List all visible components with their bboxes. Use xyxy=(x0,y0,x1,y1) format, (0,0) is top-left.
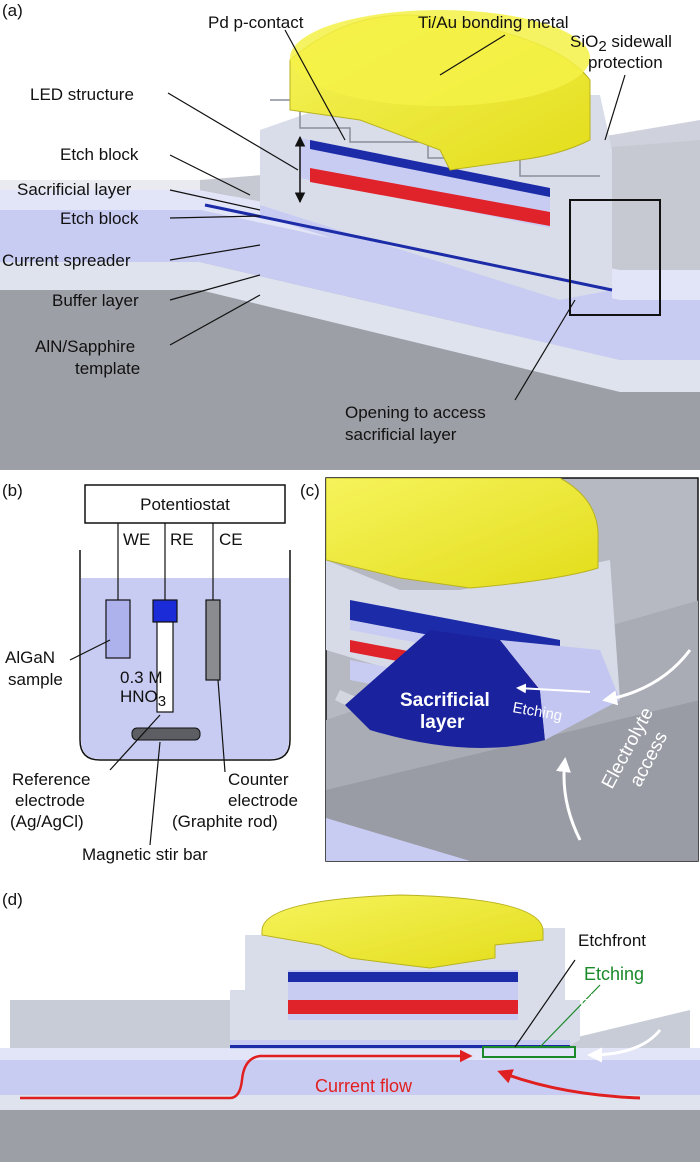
algan-sample-electrode xyxy=(105,599,131,659)
label-pd-contact: Pd p-contact xyxy=(208,13,304,32)
label-acid: HNO3 xyxy=(120,687,166,710)
label-sacrificial-c1: Sacrificial xyxy=(400,690,490,711)
label-algan: AlGaN xyxy=(5,648,55,667)
reference-electrode-body xyxy=(156,621,174,713)
pd-contact-d xyxy=(288,972,518,982)
sacrificial-cavity xyxy=(345,630,545,748)
label-we: WE xyxy=(123,530,150,549)
current-flow-path xyxy=(20,1049,473,1100)
label-stir-bar: Magnetic stir bar xyxy=(82,845,208,864)
panel-c-letter: (c) xyxy=(300,481,320,500)
panel-b: (b) Potentiostat WE RE CE 0.3 M HNO3 AlG… xyxy=(2,481,298,864)
panel-d-letter: (d) xyxy=(2,890,23,909)
label-electrode: electrode xyxy=(15,791,85,810)
label-graphite-rod: (Graphite rod) xyxy=(172,812,278,831)
label-sacrificial-layer: Sacrificial layer xyxy=(17,180,132,199)
ti-au-bonding-metal-d xyxy=(261,894,544,969)
buffer-layer-band xyxy=(0,262,700,392)
label-opening-line2: sacrificial layer xyxy=(345,425,457,444)
panel-a-letter: (a) xyxy=(2,1,23,20)
current-spreader-band xyxy=(0,210,700,360)
label-opening-line1: Opening to access xyxy=(345,403,486,422)
etchfront-box xyxy=(482,1046,576,1058)
current-spreader-d xyxy=(0,1060,700,1095)
sacrificial-layer-line xyxy=(204,203,613,292)
label-reference: Reference xyxy=(12,770,90,789)
label-protection: protection xyxy=(588,53,663,72)
label-concentration: 0.3 M xyxy=(120,668,163,687)
magnetic-stir-bar xyxy=(131,727,201,741)
label-template-line2: template xyxy=(75,359,140,378)
label-etch-block-bottom: Etch block xyxy=(60,209,139,228)
label-ag-agcl: (Ag/AgCl) xyxy=(10,812,84,831)
label-counter-electrode: electrode xyxy=(228,791,298,810)
electrolyte-solution xyxy=(81,578,289,759)
etching-arrow xyxy=(516,683,591,694)
label-current-flow: Current flow xyxy=(315,1076,413,1096)
opening-highlight-box xyxy=(569,199,661,316)
label-current-spreader: Current spreader xyxy=(2,251,131,270)
panel-c: (c) Sacrificial layer Etchin xyxy=(300,477,699,862)
label-etching-d: Etching xyxy=(584,964,644,984)
ti-au-bonding-metal-c xyxy=(326,478,599,589)
label-re: RE xyxy=(170,530,194,549)
label-etch-block-top: Etch block xyxy=(60,145,139,164)
panel-d: (d) Etchfront Etching Electrolyte Curren… xyxy=(0,890,700,1162)
label-ce: CE xyxy=(219,530,243,549)
panel-a: (a) Pd p-contact Ti/Au bonding metal SiO… xyxy=(0,1,700,470)
red-layer-d xyxy=(288,1000,518,1014)
label-etchfront: Etchfront xyxy=(578,931,646,950)
label-electrolyte-d: Electrolyte xyxy=(580,992,650,1009)
label-potentiostat: Potentiostat xyxy=(140,495,230,514)
label-sio2-protection: SiO2 sidewall xyxy=(570,32,672,55)
label-bonding-metal: Ti/Au bonding metal xyxy=(418,13,569,32)
label-led-structure: LED structure xyxy=(30,85,134,104)
panel-b-letter: (b) xyxy=(2,481,23,500)
electrolyte-arrow-d xyxy=(587,1029,662,1063)
graphite-rod xyxy=(205,599,221,681)
label-sample: sample xyxy=(8,670,63,689)
potentiostat-box xyxy=(84,484,286,524)
label-template-line1: AlN/Sapphire xyxy=(35,337,135,356)
current-flow-return xyxy=(497,1069,641,1100)
label-buffer-layer: Buffer layer xyxy=(52,291,139,310)
electrolyte-arrow-lower xyxy=(556,757,582,841)
sapphire-d xyxy=(0,1110,700,1162)
electrolyte-arrow-upper xyxy=(602,649,692,706)
pd-contact-blue-layer xyxy=(310,140,550,197)
reference-electrode-cap xyxy=(152,599,178,623)
label-sacrificial-c2: layer xyxy=(420,712,465,733)
label-counter: Counter xyxy=(228,770,289,789)
red-active-layer xyxy=(310,168,550,226)
beaker xyxy=(79,550,291,761)
